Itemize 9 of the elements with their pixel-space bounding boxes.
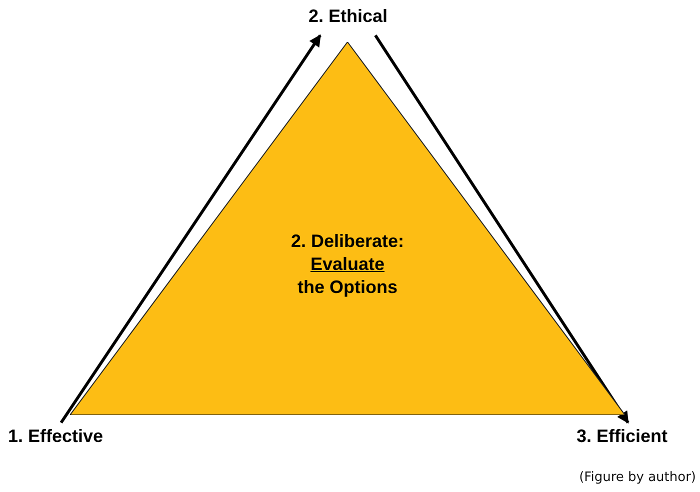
center-text: 2. Deliberate:	[290, 230, 404, 253]
arrow	[374, 34, 630, 424]
center-text: the Options	[298, 276, 398, 299]
vertex-label: 1. Effective	[8, 426, 126, 452]
center-text: Evaluate	[310, 253, 385, 276]
caption: (Figure by author)	[579, 470, 696, 485]
vertex-label: 3. Efficient	[566, 426, 678, 452]
arrow	[60, 34, 322, 424]
vertex-label: 2. Ethical	[300, 6, 396, 32]
